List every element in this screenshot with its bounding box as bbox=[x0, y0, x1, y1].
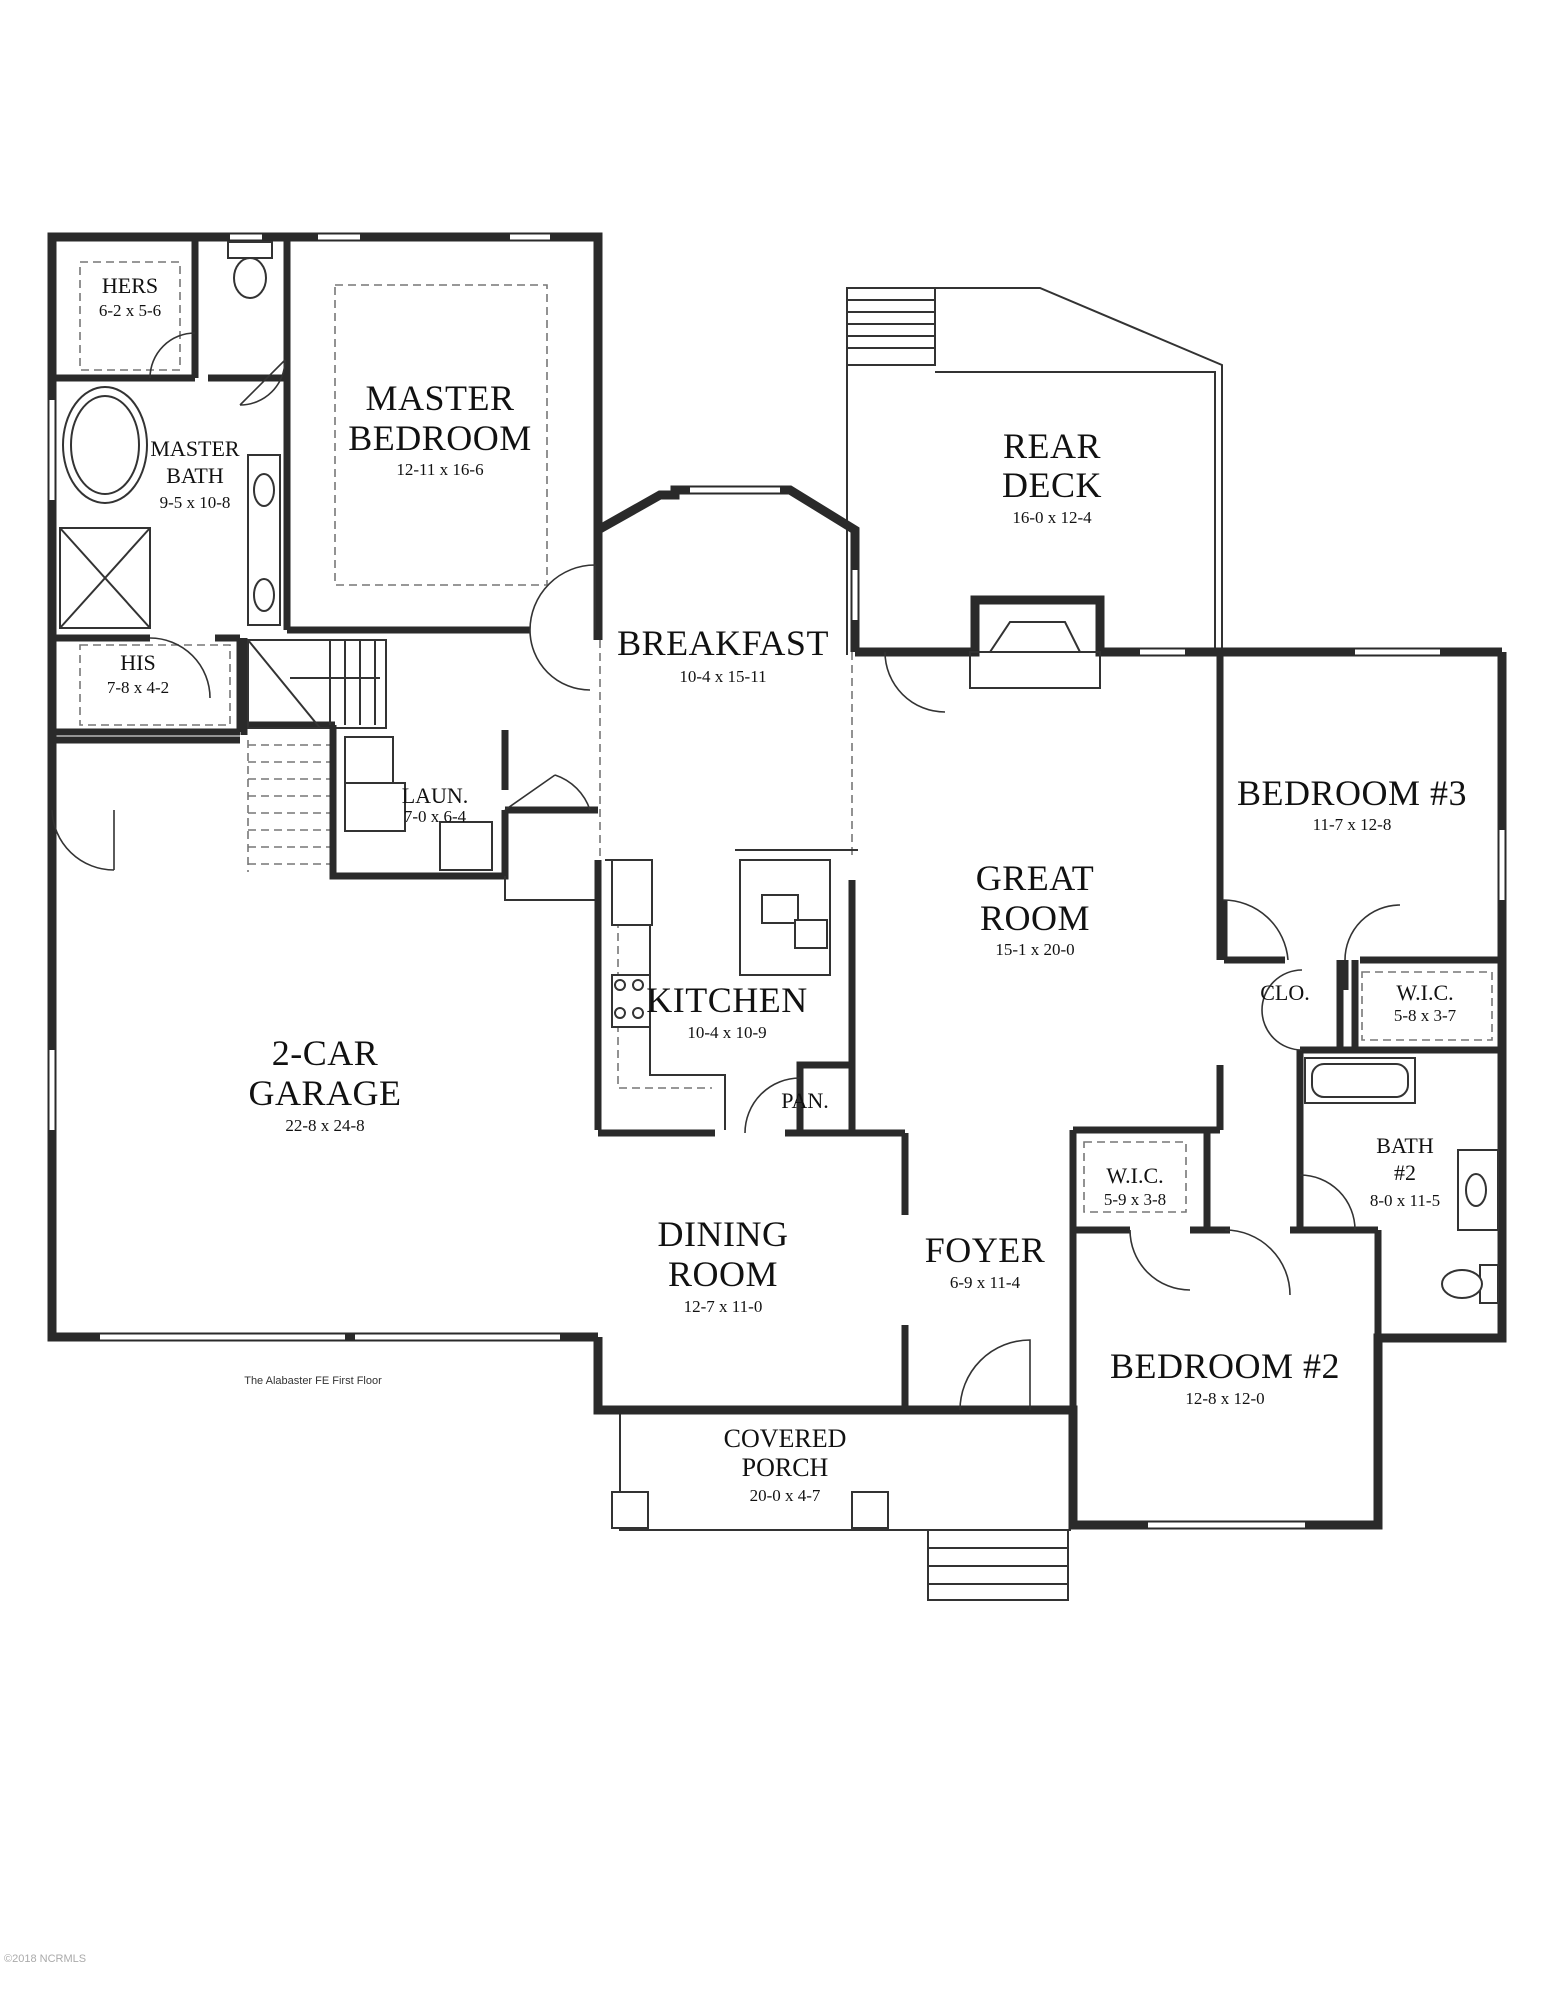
porch-label-1: COVERED bbox=[724, 1424, 847, 1453]
kitchen-dim: 10-4 x 10-9 bbox=[687, 1023, 766, 1042]
plan-caption: The Alabaster FE First Floor bbox=[244, 1375, 382, 1387]
foyer-label: FOYER bbox=[925, 1230, 1046, 1270]
closet-label: CLO. bbox=[1260, 980, 1310, 1005]
his-dim: 7-8 x 4-2 bbox=[107, 678, 169, 697]
pantry-label: PAN. bbox=[781, 1088, 829, 1113]
bath2-label-2: #2 bbox=[1394, 1160, 1416, 1185]
room-labels: HERS 6-2 x 5-6 MASTER BEDROOM 12-11 x 16… bbox=[99, 273, 1467, 1505]
windows bbox=[49, 234, 1505, 1528]
great-room-label-2: ROOM bbox=[980, 898, 1090, 938]
porch-label-2: PORCH bbox=[742, 1453, 829, 1482]
bath2-label-1: BATH bbox=[1376, 1133, 1434, 1158]
interior-walls bbox=[55, 240, 1500, 1410]
dining-room-label-2: ROOM bbox=[668, 1254, 778, 1294]
his-label: HIS bbox=[120, 650, 155, 675]
master-bath-label-1: MASTER bbox=[150, 436, 240, 461]
garage-dim: 22-8 x 24-8 bbox=[285, 1116, 364, 1135]
bath2-dim: 8-0 x 11-5 bbox=[1370, 1191, 1440, 1210]
rear-deck-label-1: REAR bbox=[1003, 426, 1101, 466]
breakfast-label: BREAKFAST bbox=[617, 623, 829, 663]
great-room-dim: 15-1 x 20-0 bbox=[995, 940, 1074, 959]
foyer-dim: 6-9 x 11-4 bbox=[950, 1273, 1021, 1292]
master-bath-dim: 9-5 x 10-8 bbox=[160, 493, 231, 512]
great-room-label-1: GREAT bbox=[976, 858, 1095, 898]
bedroom3-dim: 11-7 x 12-8 bbox=[1313, 815, 1392, 834]
master-bedroom-label-1: MASTER bbox=[365, 378, 514, 418]
stairs bbox=[247, 640, 380, 872]
dining-room-dim: 12-7 x 11-0 bbox=[684, 1297, 763, 1316]
kitchen-label: KITCHEN bbox=[646, 980, 807, 1020]
master-bedroom-dim: 12-11 x 16-6 bbox=[396, 460, 483, 479]
wic2-dim: 5-9 x 3-8 bbox=[1104, 1190, 1166, 1209]
watermark: ©2018 NCRMLS bbox=[4, 1953, 86, 1965]
rear-deck-dim: 16-0 x 12-4 bbox=[1012, 508, 1092, 527]
master-bedroom-label-2: BEDROOM bbox=[348, 418, 532, 458]
wic3-label: W.I.C. bbox=[1396, 980, 1453, 1005]
bedroom3-label: BEDROOM #3 bbox=[1237, 773, 1467, 813]
wic3-dim: 5-8 x 3-7 bbox=[1394, 1006, 1457, 1025]
doors bbox=[51, 332, 1401, 1411]
rear-deck-label-2: DECK bbox=[1002, 465, 1102, 505]
bedroom2-label: BEDROOM #2 bbox=[1110, 1346, 1340, 1386]
laundry-dim: 7-0 x 6-4 bbox=[404, 807, 467, 826]
hers-dim: 6-2 x 5-6 bbox=[99, 301, 161, 320]
master-bath-label-2: BATH bbox=[166, 463, 224, 488]
breakfast-dim: 10-4 x 15-11 bbox=[679, 667, 766, 686]
wic2-label: W.I.C. bbox=[1106, 1163, 1163, 1188]
laundry-label: LAUN. bbox=[402, 783, 469, 808]
garage-label-1: 2-CAR bbox=[272, 1033, 379, 1073]
garage-label-2: GARAGE bbox=[249, 1073, 402, 1113]
bedroom2-dim: 12-8 x 12-0 bbox=[1185, 1389, 1264, 1408]
hers-label: HERS bbox=[102, 273, 158, 298]
dining-room-label-1: DINING bbox=[658, 1214, 789, 1254]
porch-dim: 20-0 x 4-7 bbox=[750, 1486, 821, 1505]
rear-deck-outline bbox=[846, 287, 1223, 655]
